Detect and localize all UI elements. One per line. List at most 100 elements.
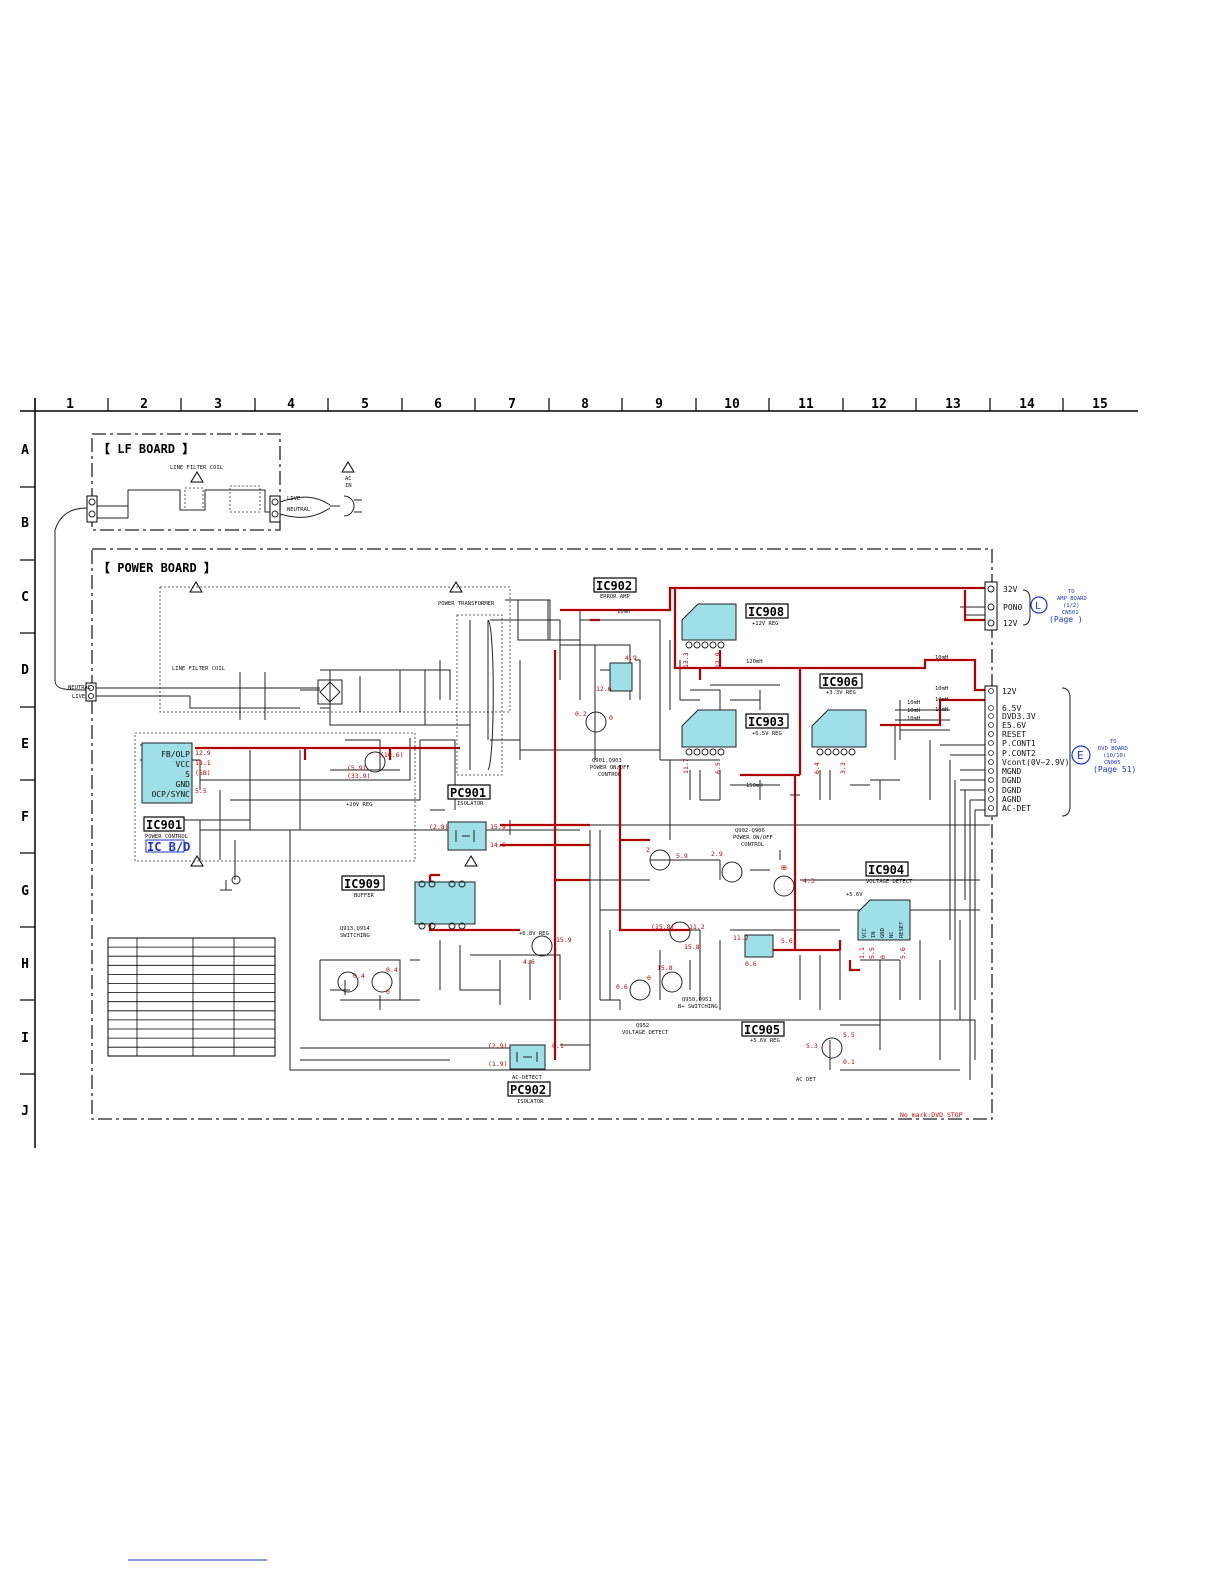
power-board: 【 POWER BOARD 】 NEUTRAL LIVE LINE FILTER…	[68, 548, 993, 1120]
ic903-desc: +6.5V REG	[752, 731, 782, 737]
voltage-label: 0	[386, 988, 390, 996]
ic905-desc: +5.6V REG	[750, 1038, 780, 1044]
connector-amp-to: TO	[1068, 589, 1075, 595]
connector-dvd-pin: AGND	[1002, 795, 1021, 804]
ic901-pin-label: VCC	[176, 760, 191, 769]
ic909-id: IC909	[344, 877, 380, 891]
voltage-readings: 12.9 18.1 (5B) 5.5 (5.9) (33.9) (10.6) (…	[195, 652, 907, 1068]
voltage-label: 5.5	[868, 947, 876, 959]
col-label: 12	[871, 397, 887, 412]
inductor-label: 10mH	[907, 708, 920, 714]
pc901-id: PC901	[450, 786, 486, 800]
voltage-label: (1.9)	[488, 1060, 508, 1068]
col-label: 9	[655, 397, 663, 412]
col-label: 15	[1092, 397, 1108, 412]
q952-label: VOLTAGE DETECT	[622, 1030, 669, 1036]
wiring	[96, 599, 991, 1080]
grid-frame	[20, 398, 1138, 1148]
connector-pin	[988, 777, 994, 783]
voltage-label: (33.9)	[347, 772, 370, 780]
q950-label: Q950,Q951	[682, 997, 712, 1003]
ic901-pin-label: OCP/SYNC	[151, 790, 190, 799]
voltage-label: 13.3	[682, 652, 690, 668]
line-filter-coil-label: LINE FILTER COIL	[172, 666, 226, 672]
col-label: 7	[508, 397, 516, 412]
ic901-board-tag: IC B/D	[147, 840, 190, 854]
connector-pin	[988, 731, 994, 737]
ic908-id: IC908	[748, 605, 784, 619]
pc902: AC-DETECT PC902 ISOLATOR	[507, 1044, 551, 1105]
voltage-label: 0	[879, 955, 887, 959]
voltage-label: 15.8	[657, 964, 673, 972]
voltage-label: 12.9	[195, 749, 211, 757]
connector-amp-pin: 32V	[1003, 585, 1018, 594]
neutral-label: NEUTRAL	[287, 507, 311, 513]
ic905-id: IC905	[744, 1023, 780, 1037]
voltage-label: 0	[783, 864, 787, 872]
voltage-label: 5.6	[781, 937, 793, 945]
ic901-pin-label: GND	[176, 780, 191, 789]
voltage-label: 11.2	[733, 934, 749, 942]
ic904-pin-label: VCC	[862, 928, 868, 938]
ic904-pin-label: RESET	[899, 921, 905, 938]
plus20v-label: +20V REG	[346, 802, 373, 808]
ic904-pin-label: GND	[880, 928, 886, 938]
connector-pin	[988, 750, 994, 756]
q902-label: CONTROL	[741, 842, 765, 848]
voltage-label: 4.6	[523, 958, 535, 966]
row-labels: A B C D E F G H I J	[21, 443, 29, 1119]
col-label: 6	[434, 397, 442, 412]
connector-amp-to: CN501	[1062, 610, 1079, 616]
q902-label: Q902-Q906	[735, 828, 765, 834]
connector-pin	[988, 713, 994, 719]
voltage-label: 0.1	[552, 1042, 564, 1050]
voltage-label: 5.6	[899, 947, 907, 959]
connector-dvd-pin: E5.6V	[1002, 721, 1026, 730]
voltage-label: 18.1	[195, 759, 211, 767]
connector-amp-letter: L	[1035, 601, 1041, 612]
voltage-label: 4.3	[803, 877, 815, 885]
voltage-label: (2.9)	[488, 1042, 508, 1050]
ic904: IC904 VOLTAGE DETECT VCC IN GND NC RESET…	[846, 861, 913, 941]
connector-amp-to: AMP BOARD	[1057, 596, 1087, 602]
connector-dvd-pin: RESET	[1002, 730, 1026, 739]
row-label: B	[21, 516, 29, 531]
ic909: IC909 BUFFER	[341, 875, 476, 930]
connector-dvd-pin: DGND	[1002, 776, 1021, 785]
plus5v-label: +5.6V	[846, 892, 863, 898]
voltage-label: 0	[609, 714, 613, 722]
connector-pin	[988, 705, 994, 711]
connector-dvd-pin: MGND	[1002, 767, 1021, 776]
pc901: PC901 ISOLATOR	[447, 784, 491, 851]
ic909-desc: BUFFER	[354, 893, 375, 899]
ic903-id: IC903	[748, 715, 784, 729]
connector-pin	[988, 768, 994, 774]
col-label: 14	[1019, 397, 1035, 412]
voltage-label: 0.4	[353, 972, 365, 980]
col-label: 4	[287, 397, 295, 412]
q950-label: B+ SWITCHING	[678, 1004, 718, 1010]
voltage-label: 15.9	[556, 936, 572, 944]
connector-dvd-pin: DGND	[1002, 786, 1021, 795]
power-transformer-label: POWER TRANSFORMER	[438, 601, 495, 607]
pc901-desc: ISOLATOR	[457, 801, 484, 807]
live-label: LIVE	[287, 496, 300, 502]
lf-board: 【 LF BOARD 】 LINE FILTER COIL AC IN LIVE…	[54, 433, 362, 691]
neutral-label: NEUTRAL	[68, 685, 92, 691]
connector-dvd-pin: 6.5V	[1002, 704, 1021, 713]
ac-in-label: AC	[345, 476, 352, 482]
ic906-id: IC906	[822, 675, 858, 689]
connector-pin	[988, 722, 994, 728]
voltage-label: 3.3	[839, 762, 847, 774]
power-board-title: 【 POWER BOARD 】	[98, 560, 216, 575]
q901-label: CONTROL	[598, 772, 622, 778]
connector-dvd-page: (Page 51)	[1093, 765, 1136, 774]
footnote: No mark:DVD STOP	[900, 1111, 963, 1119]
row-label: G	[21, 884, 29, 899]
inductor-label: 10mH	[935, 697, 948, 703]
voltage-label: 14.6	[490, 841, 506, 849]
ic904-id: IC904	[868, 863, 904, 877]
col-label: 3	[214, 397, 222, 412]
ic901-desc: POWER CONTROL	[145, 834, 189, 840]
